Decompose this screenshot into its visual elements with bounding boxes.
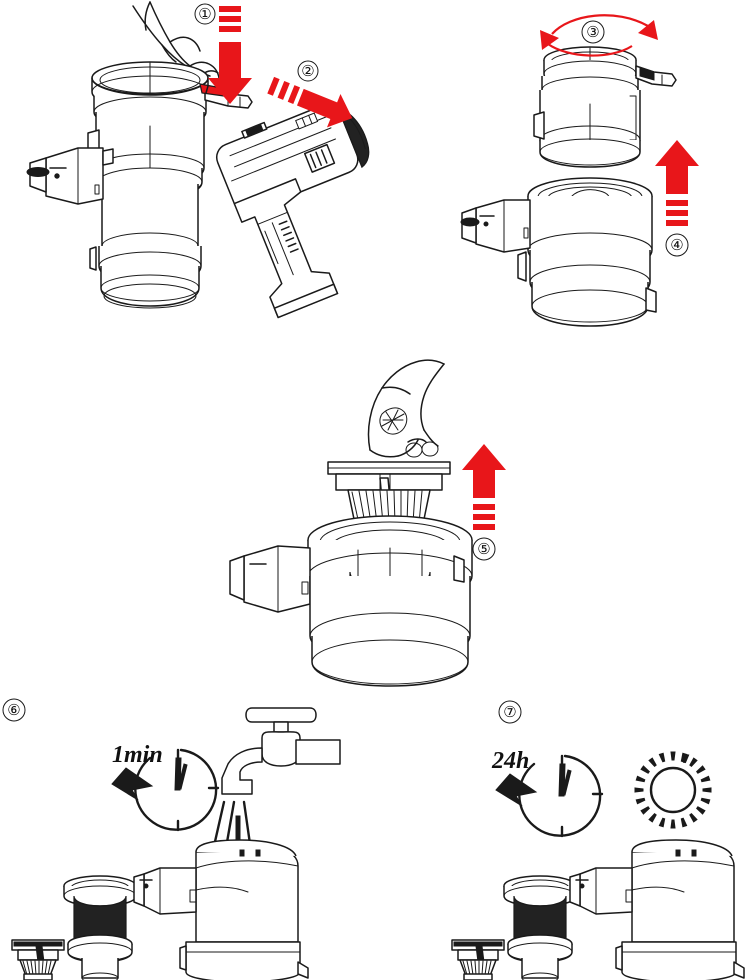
handheld-motor-unit bbox=[215, 103, 370, 319]
step-5-indicator: ⑤ bbox=[462, 444, 506, 561]
panel-step-3-4: ③ ④ bbox=[440, 0, 750, 330]
duration-label-24h: 24h bbox=[491, 748, 529, 774]
mesh-cyclone-filter bbox=[63, 875, 137, 980]
hand-illustration bbox=[367, 359, 445, 458]
step-1-badge: ① bbox=[198, 7, 211, 23]
step-7-badge: ⑦ bbox=[503, 705, 516, 721]
dust-bin-assembly bbox=[133, 839, 309, 980]
panel-6-artwork: ⑥ 1min bbox=[2, 698, 341, 980]
panel-step-6: ⑥ 1min bbox=[0, 690, 360, 980]
up-arrow-icon bbox=[655, 140, 699, 226]
step-4-indicator: ④ bbox=[655, 140, 699, 257]
step-2-badge: ② bbox=[301, 64, 314, 80]
panel-5-artwork: ⑤ bbox=[229, 359, 506, 687]
panel-7-artwork: ⑦ 24h bbox=[451, 700, 745, 980]
step-6-indicator: ⑥ bbox=[2, 698, 26, 722]
bin-lid-cap bbox=[533, 46, 677, 168]
step-4-badge: ④ bbox=[670, 238, 683, 254]
duration-label-1min: 1min bbox=[112, 742, 163, 768]
step-3-badge: ③ bbox=[586, 25, 599, 41]
step-2-indicator: ② bbox=[267, 60, 353, 128]
down-arrow-icon bbox=[208, 6, 252, 104]
step-5-badge: ⑤ bbox=[477, 542, 490, 558]
dust-bin-assembly bbox=[569, 839, 745, 980]
up-arrow-icon bbox=[462, 444, 506, 530]
sun-dry-icon bbox=[634, 751, 712, 829]
step-1-indicator: ① bbox=[194, 3, 252, 104]
panel-1-2-artwork: ① ② bbox=[26, 1, 370, 319]
step-6-badge: ⑥ bbox=[7, 703, 20, 719]
diagonal-arrow-icon bbox=[267, 76, 353, 128]
clock-counterclockwise-icon: 24h bbox=[491, 748, 604, 838]
step-7-indicator: ⑦ bbox=[498, 700, 522, 724]
dust-bin-assembly-open bbox=[460, 177, 657, 327]
dust-bin-assembly bbox=[26, 61, 253, 309]
dust-bin-assembly-open bbox=[229, 515, 473, 687]
panel-step-1-2: ① ② bbox=[0, 0, 390, 340]
panel-3-4-artwork: ③ ④ bbox=[460, 14, 699, 327]
pleated-cone-filter bbox=[451, 939, 505, 980]
panel-step-7: ⑦ 24h bbox=[420, 690, 750, 980]
panel-step-5: ⑤ bbox=[229, 350, 550, 687]
pleated-cone-filter bbox=[11, 939, 65, 980]
clock-counterclockwise-icon: 1min bbox=[111, 742, 220, 832]
step-3-indicator: ③ bbox=[540, 14, 658, 57]
mesh-cyclone-filter bbox=[503, 875, 577, 980]
rotate-arrows-icon bbox=[540, 14, 658, 57]
faucet-icon bbox=[212, 707, 341, 859]
